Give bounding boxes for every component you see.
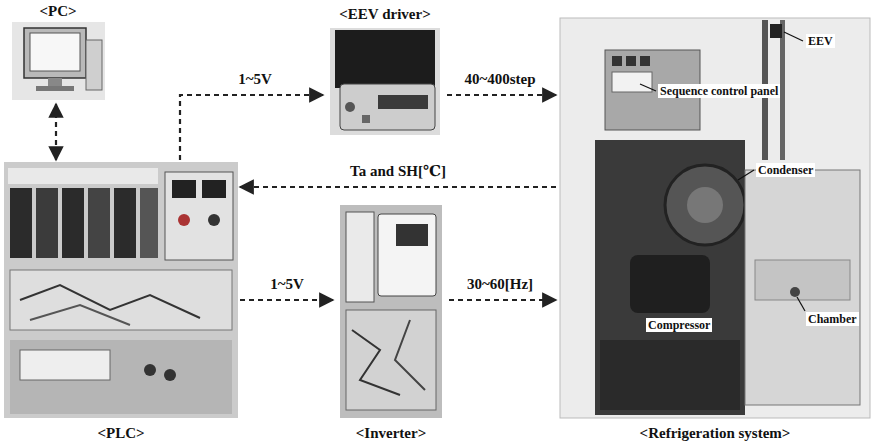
signal-label: 1~5V — [235, 70, 275, 88]
refrigeration-node: <Refrigeration system> — [558, 18, 872, 442]
leader-line — [738, 170, 754, 180]
plc-photo — [62, 188, 84, 258]
refrigeration-system-photo — [560, 18, 870, 418]
inverter-photo — [396, 224, 428, 246]
signal-label: 1~5V — [267, 275, 307, 293]
eev-driver-photo — [335, 30, 435, 88]
plc-photo — [88, 188, 110, 258]
refrigeration-system-photo — [626, 56, 636, 66]
refrigeration-system-photo — [595, 140, 745, 415]
signal-connector — [180, 95, 323, 160]
refrigeration-system-photo — [745, 170, 860, 405]
plc-photo — [20, 285, 200, 318]
refrigeration-system-photo — [687, 187, 723, 223]
pc-photo — [86, 40, 102, 90]
eev-driver-photo — [330, 28, 440, 135]
eev-driver-node: <EEV driver> — [325, 5, 445, 137]
refrigeration-system-photo — [560, 18, 870, 418]
part-label: Sequence control panel — [658, 84, 780, 98]
signal-label: 40~400step — [461, 70, 538, 88]
refrigeration-system-photo — [560, 18, 870, 418]
node-heading: <PLC> — [95, 424, 146, 442]
part-label: EEV — [806, 34, 835, 48]
signal-connector — [449, 299, 556, 301]
inverter-photo — [395, 320, 425, 390]
signal-label: Ta and SH[℃] — [347, 162, 449, 180]
inverter-photo — [340, 205, 442, 418]
part-label: Compressor — [646, 318, 712, 332]
leader-line — [640, 84, 656, 91]
refrigeration-system-photo — [600, 340, 740, 410]
eev-driver-photo — [378, 95, 428, 109]
plc-photo — [30, 305, 130, 325]
signal-connector — [55, 104, 57, 160]
eev-driver-photo — [330, 28, 440, 135]
refrigeration-system-photo — [640, 56, 650, 66]
plc-photo — [4, 162, 238, 418]
pc-photo — [48, 78, 62, 86]
plc-photo — [144, 364, 156, 376]
plc-node: <PLC> — [4, 162, 238, 442]
pc-photo — [12, 22, 105, 100]
plc-photo — [4, 162, 238, 418]
leader-line — [784, 32, 803, 41]
plc-photo — [10, 188, 32, 258]
refrigeration-system-photo — [780, 20, 785, 160]
inverter-photo — [340, 205, 442, 418]
eev-driver-photo — [345, 102, 355, 112]
plc-photo — [172, 180, 196, 198]
plc-photo — [114, 188, 136, 258]
plc-photo — [20, 350, 110, 380]
plc-photo — [202, 180, 226, 198]
signal-connector — [240, 299, 333, 301]
refrigeration-system-photo — [630, 255, 710, 313]
inverter-photo — [378, 214, 436, 296]
plc-photo — [10, 340, 232, 414]
signal-label: 30~60[Hz] — [464, 275, 536, 293]
node-heading: <EEV driver> — [337, 5, 432, 23]
inverter-photo — [346, 212, 374, 302]
part-label: Condenser — [756, 163, 815, 177]
pc-photo — [30, 33, 80, 71]
plc-photo — [140, 188, 158, 258]
node-heading: <PC> — [37, 2, 78, 20]
inverter-node: <Inverter> — [335, 205, 447, 442]
refrigeration-system-photo — [770, 24, 782, 38]
pc-photo — [24, 28, 86, 78]
eev-driver-photo — [362, 115, 370, 123]
refrigeration-system-photo — [612, 72, 652, 92]
signal-connector — [240, 186, 556, 188]
plc-photo — [8, 168, 158, 184]
plc-photo — [178, 214, 190, 226]
signal-connector — [447, 94, 556, 96]
pc-photo — [12, 22, 105, 100]
refrigeration-system-photo — [790, 287, 800, 297]
pc-node: <PC> — [8, 2, 108, 102]
node-heading: <Refrigeration system> — [638, 424, 793, 442]
pc-photo — [36, 86, 74, 91]
refrigeration-system-photo — [755, 260, 850, 300]
eev-driver-photo — [340, 84, 435, 130]
part-label: Chamber — [806, 312, 859, 326]
plc-photo — [36, 188, 58, 258]
refrigeration-system-photo — [665, 165, 745, 245]
plc-photo — [164, 369, 176, 381]
node-heading: <Inverter> — [354, 424, 428, 442]
leader-line — [797, 297, 805, 311]
plc-photo — [208, 214, 220, 226]
inverter-photo — [352, 330, 400, 395]
plc-photo — [10, 270, 232, 330]
refrigeration-system-photo — [612, 56, 622, 66]
plc-photo — [165, 172, 233, 260]
inverter-photo — [346, 310, 436, 410]
